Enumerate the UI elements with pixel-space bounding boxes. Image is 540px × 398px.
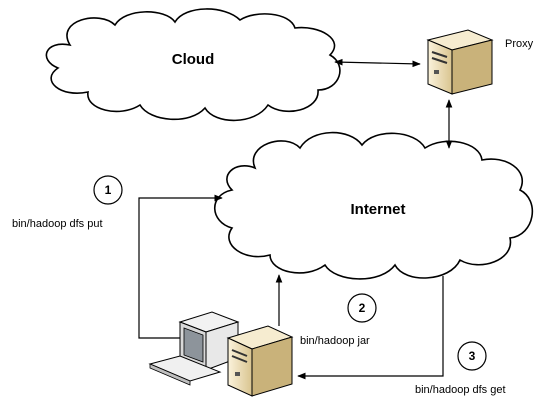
cloud-label: Cloud — [172, 51, 215, 68]
client-server-tower-icon — [226, 325, 294, 397]
step-3-command: bin/hadoop dfs get — [415, 384, 506, 396]
step-2-number: 2 — [359, 301, 366, 315]
proxy-label: Proxy — [505, 38, 534, 50]
step-1-number: 1 — [105, 183, 112, 197]
step-3-arrow — [297, 276, 444, 380]
step-2-circle — [347, 293, 377, 323]
internet-cloud-shape — [214, 131, 534, 280]
step-3-number: 3 — [469, 349, 476, 363]
proxy-server-icon — [426, 29, 494, 95]
cloud-shape — [45, 8, 341, 122]
internet-label: Internet — [350, 201, 405, 218]
step-1-arrow — [138, 194, 223, 339]
step-1-circle — [93, 175, 123, 205]
step-2-command: bin/hadoop jar — [300, 335, 370, 347]
keyboard-icon — [148, 355, 222, 386]
cloud-proxy-arrow — [334, 58, 421, 68]
step-1-command: bin/hadoop dfs put — [12, 218, 103, 230]
step-3-circle — [457, 341, 487, 371]
